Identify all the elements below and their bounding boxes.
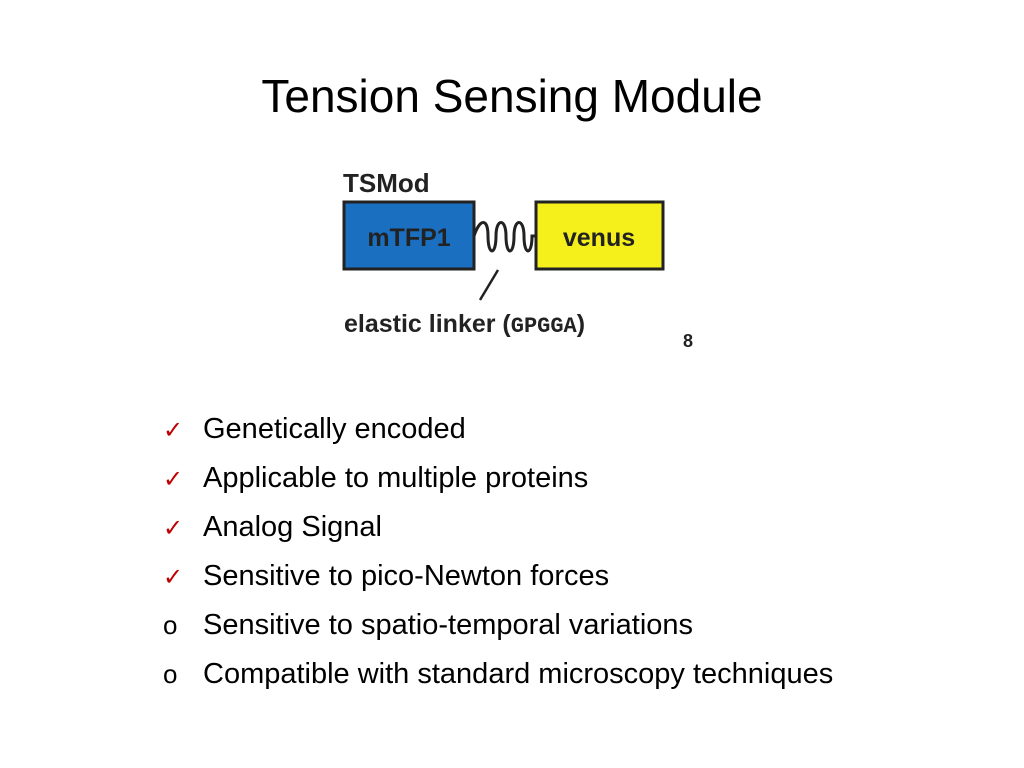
venus-box [534,200,665,271]
bullet-item: o Sensitive to spatio-temporal variations [163,601,833,650]
mtfp1-label: mTFP1 [367,224,450,252]
bullet-text: Genetically encoded [203,413,466,445]
bullet-item: ✓ Analog Signal [163,503,833,552]
linker-label: elastic linker (GPGGA) [344,310,585,339]
bullet-item: ✓ Genetically encoded [163,405,833,454]
bullet-text: Sensitive to spatio-temporal variations [203,609,694,641]
linker-close: ) [577,310,585,338]
bullet-item: ✓ Sensitive to pico-Newton forces [163,552,833,601]
elastic-linker-coil [472,221,536,253]
circle-bullet-icon: o [163,659,178,689]
circle-bullet-icon: o [163,610,178,640]
linker-pointer-line [478,269,500,301]
checkmark-icon: ✓ [163,563,184,591]
linker-sequence: GPGGA [511,314,578,339]
checkmark-icon: ✓ [163,514,184,542]
checkmark-icon: ✓ [163,416,184,444]
bullet-item: ✓ Applicable to multiple proteins [163,454,833,503]
bullet-text: Compatible with standard microscopy tech… [203,658,834,690]
bullet-list: ✓ Genetically encoded ✓ Applicable to mult… [163,405,833,699]
bullet-item: o Compatible with standard microscopy tec… [163,650,833,699]
venus-label: venus [563,224,635,252]
bullet-text: Sensitive to pico-Newton forces [203,560,610,592]
linker-subscript: 8 [683,331,693,351]
checkmark-icon: ✓ [163,465,184,493]
mtfp1-box [342,200,476,271]
linker-label-text: elastic linker ( [344,310,511,338]
tsmod-diagram: TSMod mTFP1 venus elastic linker (GPGGA)… [330,160,730,360]
bullet-text: Applicable to multiple proteins [203,462,589,494]
slide-title: Tension Sensing Module [261,70,763,122]
tsmod-heading: TSMod [343,168,430,198]
bullet-text: Analog Signal [203,511,382,543]
